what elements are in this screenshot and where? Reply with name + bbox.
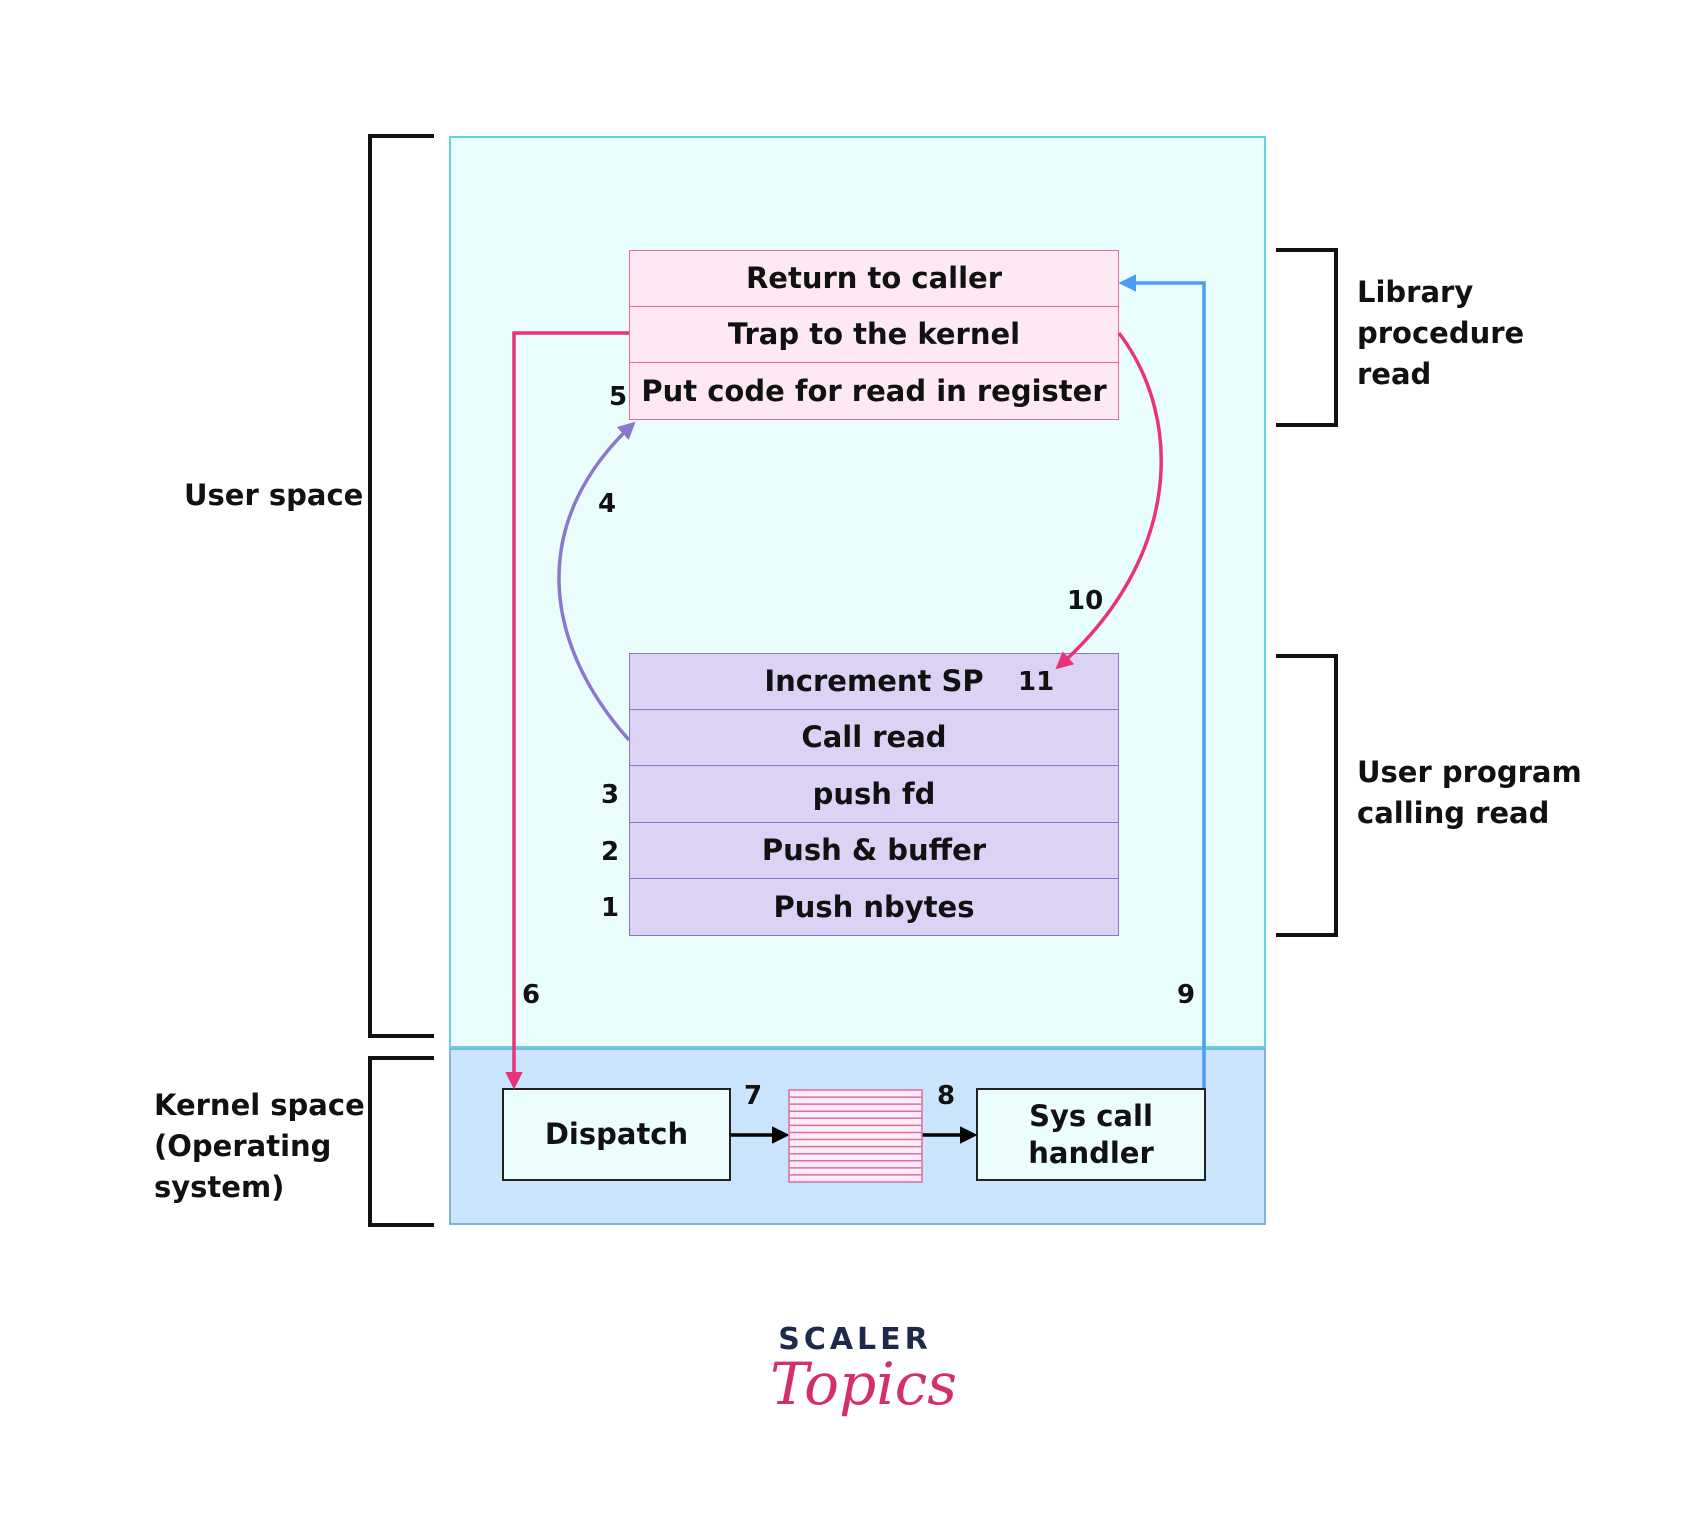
- row-push-nbytes: Push nbytes: [629, 879, 1119, 936]
- step-3: 3: [601, 780, 620, 810]
- arrow-9-handler-to-return: [1118, 274, 1206, 1088]
- user-program-bracket: [1276, 654, 1338, 937]
- kernel-space-label: Kernel space (Operating system): [154, 1088, 365, 1205]
- step-8: 8: [937, 1081, 956, 1111]
- step-2: 2: [601, 837, 620, 867]
- dispatch-box: Dispatch: [502, 1088, 731, 1181]
- dispatch-table: [788, 1089, 923, 1183]
- step-10: 10: [1067, 586, 1104, 616]
- row-trap-to-kernel: Trap to the kernel: [629, 306, 1119, 363]
- row-push-fd: push fd: [629, 766, 1119, 823]
- sys-call-handler-label: Sys call handler: [1028, 1099, 1154, 1170]
- step-9: 9: [1177, 980, 1196, 1010]
- arrow-4-call-read-to-register: [557, 421, 636, 742]
- library-procedure-stack: Return to caller Trap to the kernel Put …: [629, 250, 1119, 420]
- user-space-label: User space: [184, 478, 364, 512]
- row-increment-sp: Increment SP: [629, 653, 1119, 710]
- logo-topics: Topics: [770, 1350, 958, 1418]
- kernel-space-bracket: [368, 1056, 434, 1227]
- library-procedure-label: Library procedure read: [1357, 275, 1525, 392]
- step-4: 4: [598, 489, 617, 519]
- user-space-bracket: [368, 134, 434, 1038]
- row-push-buffer: Push & buffer: [629, 822, 1119, 879]
- user-program-stack: Increment SP Call read push fd Push & bu…: [629, 653, 1119, 936]
- step-5: 5: [609, 382, 628, 412]
- step-1: 1: [601, 893, 620, 923]
- dispatch-label: Dispatch: [544, 1117, 689, 1152]
- user-program-label: User program calling read: [1357, 755, 1582, 831]
- row-return-to-caller: Return to caller: [629, 250, 1119, 307]
- step-7: 7: [744, 1081, 763, 1111]
- row-put-code-in-register: Put code for read in register: [629, 363, 1119, 420]
- step-6: 6: [522, 980, 541, 1010]
- row-call-read: Call read: [629, 709, 1119, 766]
- arrow-10-trap-to-increment-sp: [1055, 331, 1163, 670]
- step-11: 11: [1018, 667, 1055, 697]
- arrow-6-trap-to-dispatch: [505, 331, 629, 1090]
- library-procedure-bracket: [1276, 248, 1338, 427]
- logo-scaler: SCALER: [778, 1322, 932, 1357]
